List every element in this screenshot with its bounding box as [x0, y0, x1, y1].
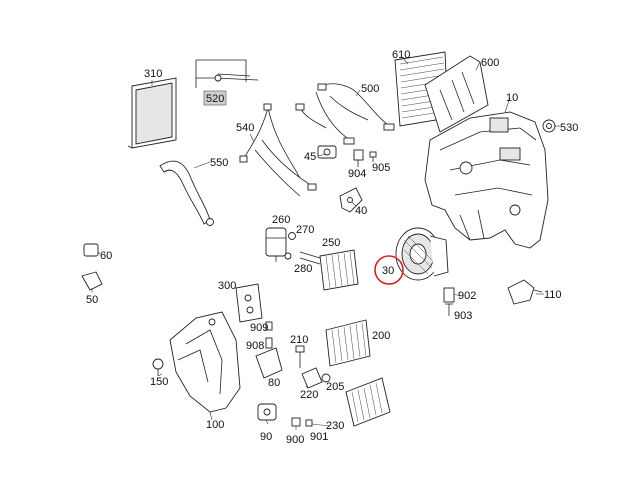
part-150-screw	[152, 358, 164, 376]
label-40: 40	[355, 205, 367, 217]
label-210: 210	[290, 334, 308, 346]
part-90-actuator-motor	[257, 403, 277, 421]
label-230: 230	[326, 420, 344, 432]
label-900: 900	[286, 434, 304, 446]
label-904: 904	[348, 168, 366, 180]
label-30: 30	[382, 265, 394, 277]
label-903: 903	[454, 310, 472, 322]
part-905-clip	[369, 151, 377, 162]
part-50-clip	[81, 271, 103, 291]
part-280-seal	[284, 252, 292, 260]
label-220: 220	[300, 389, 318, 401]
part-540-wiring-harness	[239, 103, 317, 197]
part-200-heater-core	[325, 319, 371, 367]
label-50: 50	[86, 294, 98, 306]
label-45: 45	[304, 151, 316, 163]
part-60-clip	[83, 243, 99, 257]
label-500: 500	[361, 83, 379, 95]
part-220-actuator	[301, 367, 323, 389]
label-550: 550	[210, 157, 228, 169]
label-310: 310	[144, 68, 162, 80]
label-300: 300	[218, 280, 236, 292]
part-902-resistor	[443, 287, 455, 303]
part-30-blower-motor	[395, 227, 449, 281]
part-530-grommet	[542, 119, 556, 133]
part-10-hvac-housing	[424, 111, 549, 249]
label-530: 530	[560, 122, 578, 134]
part-500-wiring-harness	[295, 83, 395, 145]
label-90: 90	[260, 431, 272, 443]
part-210-screw	[295, 345, 305, 368]
part-labels: 310 520 610 600 500 10 530 540 45 904 90…	[86, 49, 578, 446]
label-908: 908	[246, 340, 264, 352]
part-80-bracket	[255, 347, 283, 379]
label-280: 280	[294, 263, 312, 275]
part-600-filter-cover	[424, 55, 489, 133]
part-270-seal	[288, 232, 296, 240]
part-900-screw	[291, 417, 301, 427]
leader-lines	[91, 57, 560, 430]
part-250-evaporator	[299, 249, 359, 291]
label-270: 270	[296, 224, 314, 236]
part-110-sensor	[507, 279, 543, 305]
label-110: 110	[544, 289, 562, 301]
label-520-box	[203, 90, 227, 106]
part-230-heater-housing	[345, 377, 391, 427]
label-600: 600	[481, 57, 499, 69]
highlight-circle	[374, 255, 404, 285]
label-80: 80	[268, 377, 280, 389]
part-901-clip	[305, 419, 313, 427]
part-260-expansion-valve	[265, 227, 287, 262]
label-540: 540	[236, 122, 254, 134]
part-904-screw	[353, 149, 364, 167]
label-150: 150	[150, 376, 168, 388]
label-250: 250	[322, 237, 340, 249]
label-200: 200	[372, 330, 390, 342]
label-909: 909	[250, 322, 268, 334]
part-45-actuator	[317, 145, 337, 159]
part-550-drain-hose	[159, 160, 214, 226]
label-610: 610	[392, 49, 410, 61]
label-260: 260	[272, 214, 290, 226]
label-205: 205	[326, 381, 344, 393]
part-205-seal	[321, 373, 331, 383]
label-901: 901	[310, 431, 328, 443]
label-902: 902	[458, 290, 476, 302]
part-908-clip	[265, 337, 273, 349]
label-60: 60	[100, 250, 112, 262]
part-520-sensor-wire	[195, 59, 259, 88]
part-100-air-duct	[169, 311, 241, 413]
label-520: 520	[206, 93, 224, 105]
label-10: 10	[506, 92, 518, 104]
part-300-control-unit	[235, 283, 263, 323]
part-909-clip	[265, 321, 273, 331]
part-310-filter-panel	[127, 77, 177, 149]
label-100: 100	[206, 419, 224, 431]
part-903-screw	[445, 303, 453, 316]
label-905: 905	[372, 162, 390, 174]
